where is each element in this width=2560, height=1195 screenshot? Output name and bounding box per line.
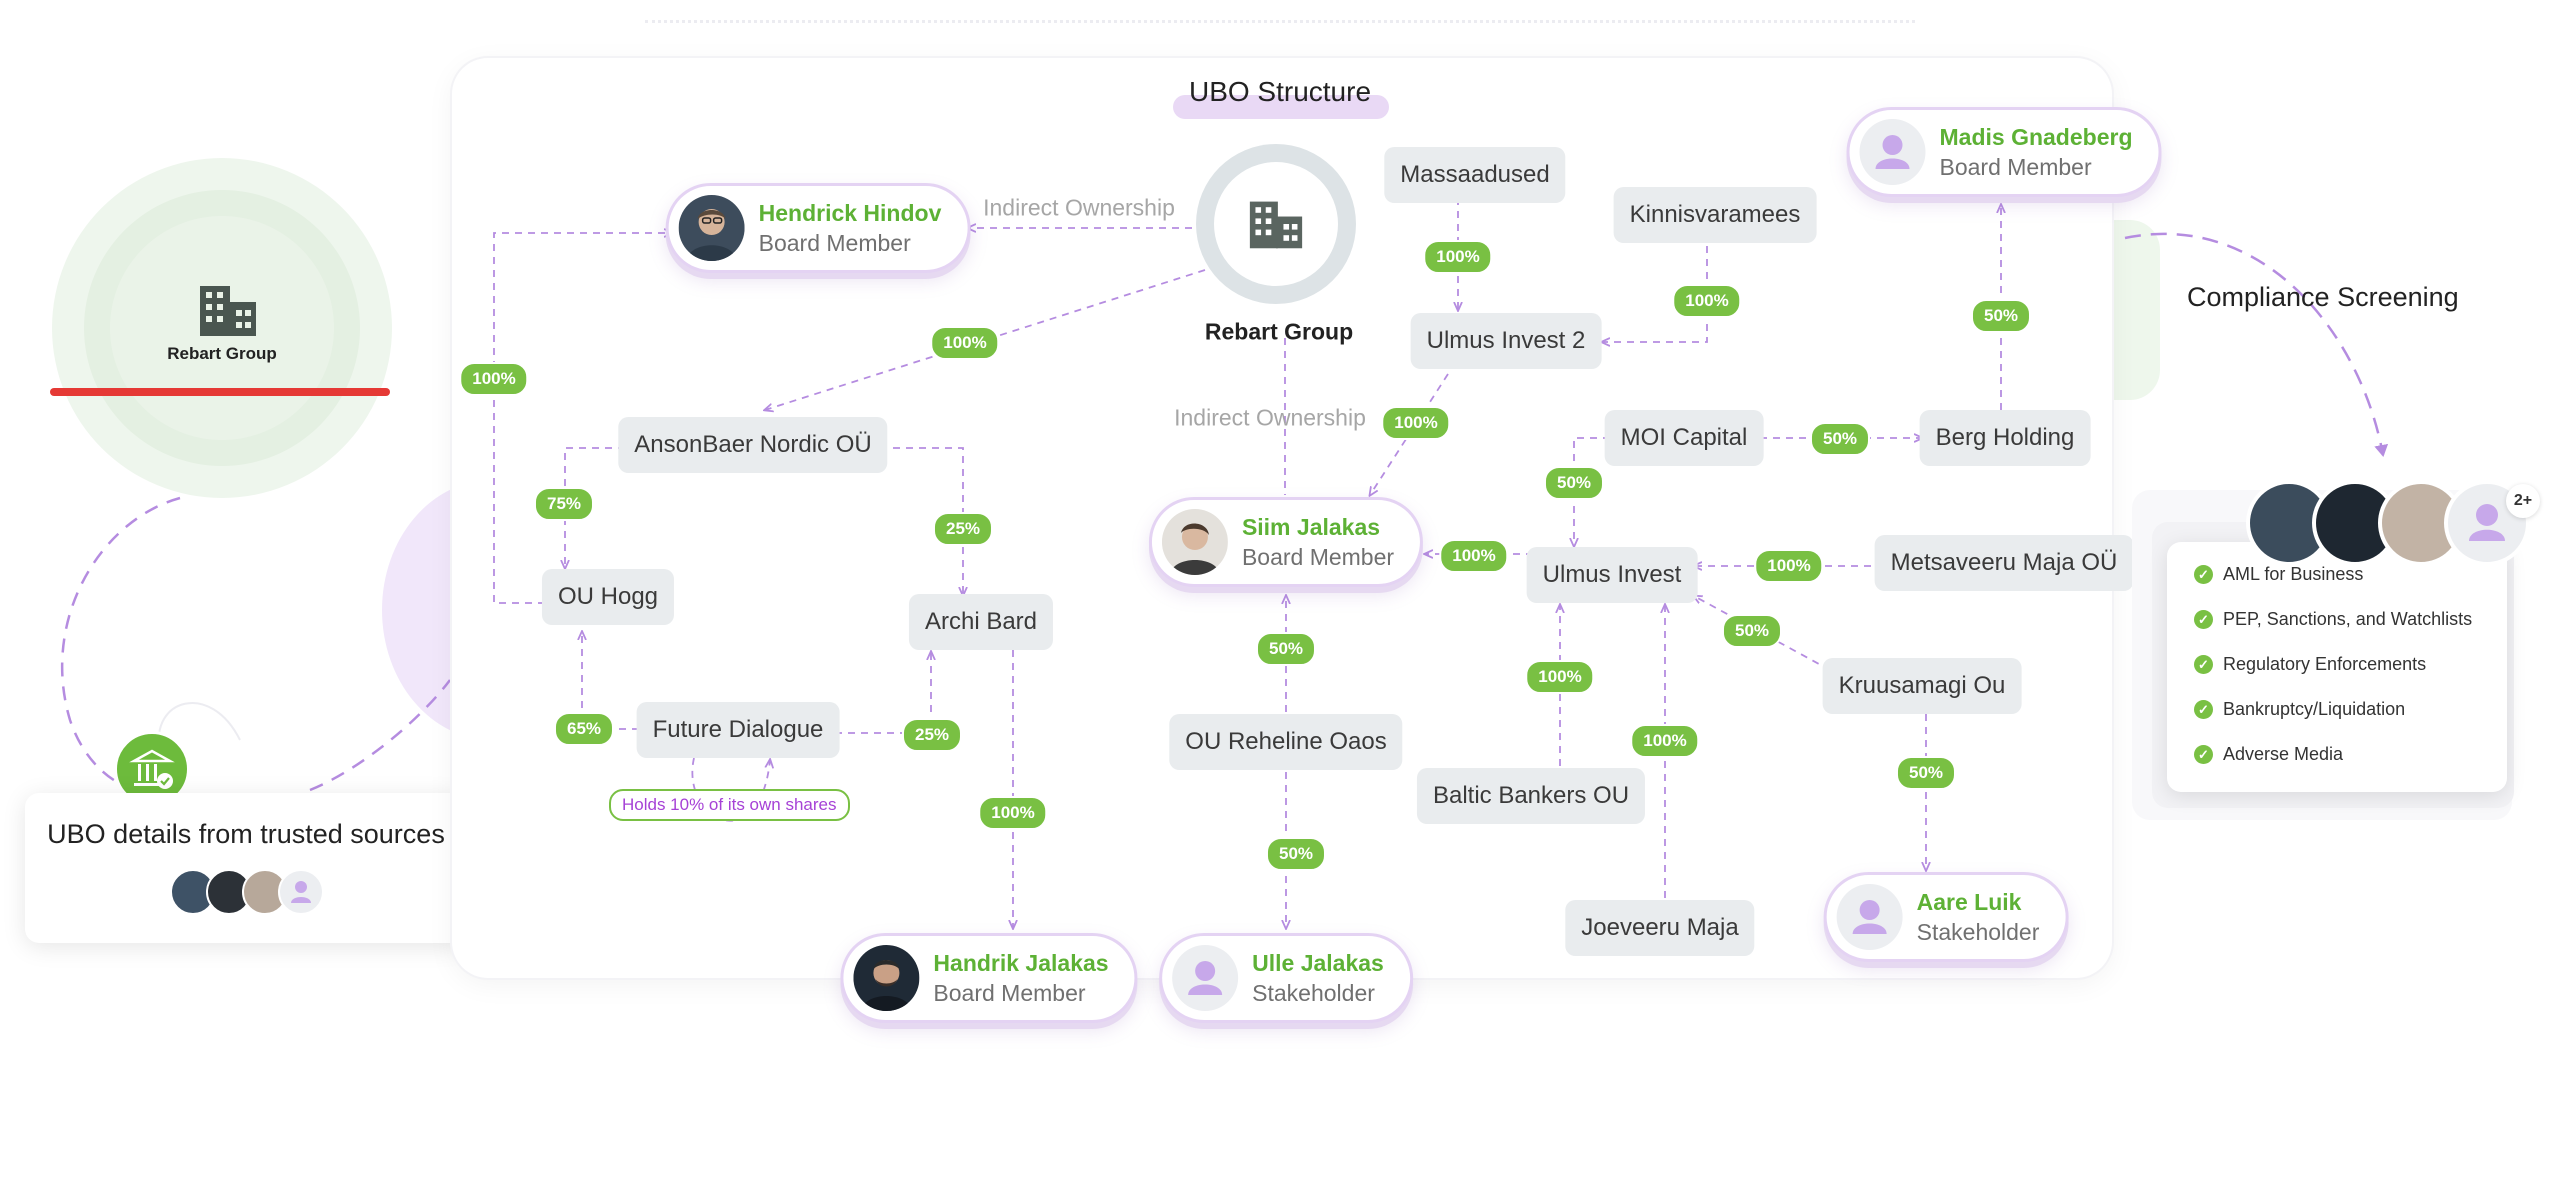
page-title: UBO Structure — [1188, 76, 1372, 107]
company-node[interactable]: Joeveeru Maja — [1565, 900, 1755, 956]
avatar — [1161, 509, 1228, 575]
ownership-badge: 50% — [1543, 466, 1605, 500]
compliance-card: ✓AML for Business ✓PEP, Sanctions, and W… — [2167, 542, 2507, 792]
ownership-badge: 100% — [1381, 406, 1451, 440]
ubo-details-card: UBO details from trusted sources — [25, 793, 467, 943]
company-node[interactable]: OU Reheline Oaos — [1169, 714, 1403, 770]
check-icon: ✓ — [2194, 565, 2213, 584]
company-node[interactable]: Ulmus Invest — [1526, 547, 1698, 603]
alert-bar — [50, 388, 390, 396]
self-share-note: Holds 10% of its own shares — [609, 789, 850, 821]
ubo-details-title: UBO details from trusted sources — [47, 819, 445, 849]
indirect-ownership-label: Indirect Ownership — [1174, 404, 1366, 431]
person-name: Handrik Jalakas — [933, 950, 1109, 976]
compliance-title: Compliance Screening — [2187, 282, 2459, 312]
company-node[interactable]: Baltic Bankers OU — [1416, 768, 1646, 824]
ownership-badge: 100% — [1754, 549, 1824, 583]
avatar — [678, 195, 745, 261]
center-node-label: Rebart Group — [1204, 318, 1354, 345]
company-node[interactable]: Ulmus Invest 2 — [1410, 313, 1602, 369]
rebart-group-node[interactable] — [1196, 144, 1356, 304]
ownership-badge: 100% — [1423, 240, 1493, 274]
person-placeholder-icon — [1836, 884, 1903, 950]
building-icon — [198, 282, 258, 338]
ownership-badge: 75% — [533, 487, 595, 521]
company-node[interactable]: Massaadused — [1384, 147, 1566, 203]
company-node[interactable]: AnsonBaer Nordic OÜ — [618, 417, 888, 473]
ownership-badge: 25% — [901, 718, 963, 752]
company-node[interactable]: Future Dialogue — [636, 702, 840, 758]
ownership-badge: 50% — [1265, 837, 1327, 871]
company-node[interactable]: Kruusamagi Ou — [1822, 658, 2022, 714]
check-icon: ✓ — [2194, 655, 2213, 674]
person-name: Madis Gnadeberg — [1939, 124, 2133, 150]
ownership-badge: 65% — [553, 712, 615, 746]
company-node[interactable]: MOI Capital — [1604, 410, 1764, 466]
ownership-badge: 100% — [1630, 724, 1700, 758]
company-node[interactable]: Berg Holding — [1919, 410, 2091, 466]
person-name: Hendrick Hindov — [758, 200, 942, 226]
ownership-badge: 100% — [1672, 284, 1742, 318]
ownership-badge: 50% — [1895, 756, 1957, 790]
title-pill — [1173, 95, 1389, 119]
person-placeholder-icon — [278, 869, 324, 915]
building-icon — [1248, 196, 1304, 252]
ownership-badge: 50% — [1255, 632, 1317, 666]
top-dotted-line — [645, 20, 1915, 23]
compliance-item: ✓AML for Business — [2194, 552, 2504, 597]
company-node[interactable]: Archi Bard — [908, 594, 1054, 650]
person-role: Board Member — [1939, 154, 2092, 180]
ownership-badge: 100% — [459, 362, 529, 396]
screened-avatars: 2+ — [2246, 480, 2546, 568]
ownership-badge: 100% — [1525, 660, 1595, 694]
more-badge: 2+ — [2506, 484, 2540, 518]
person-placeholder-icon — [1172, 945, 1239, 1011]
person-name: Aare Luik — [1916, 889, 2022, 915]
ownership-badge: 25% — [932, 512, 994, 546]
compliance-item: ✓Bankruptcy/Liquidation — [2194, 687, 2504, 732]
check-icon: ✓ — [2194, 700, 2213, 719]
ownership-badge: 50% — [1970, 299, 2032, 333]
person-role: Board Member — [1241, 544, 1395, 570]
avatar — [853, 945, 920, 1011]
person-name: Siim Jalakas — [1241, 514, 1381, 540]
person-role: Board Member — [758, 230, 911, 256]
avatar — [2246, 480, 2332, 566]
rebart-card: Rebart Group — [52, 158, 392, 498]
compliance-item: ✓PEP, Sanctions, and Watchlists — [2194, 597, 2504, 642]
compliance-item: ✓Regulatory Enforcements — [2194, 642, 2504, 687]
ownership-badge: 50% — [1809, 422, 1871, 456]
check-icon: ✓ — [2194, 610, 2213, 629]
ownership-badge: 100% — [1439, 539, 1509, 573]
company-node[interactable]: Metsaveeru Maja OÜ — [1874, 535, 2134, 591]
ownership-badge: 100% — [930, 326, 1000, 360]
avatar — [170, 869, 216, 915]
check-icon: ✓ — [2194, 745, 2213, 764]
rebart-card-label: Rebart Group — [167, 344, 277, 363]
person-role: Stakeholder — [1916, 919, 2040, 945]
company-node[interactable]: OU Hogg — [541, 569, 675, 625]
person-placeholder-icon — [1859, 119, 1926, 185]
ownership-badge: 100% — [978, 796, 1048, 830]
compliance-item: ✓Adverse Media — [2194, 732, 2504, 777]
company-node[interactable]: Kinnisvaramees — [1613, 187, 1817, 243]
person-name: Ulle Jalakas — [1252, 950, 1384, 976]
ownership-badge: 50% — [1721, 614, 1783, 648]
person-role: Stakeholder — [1252, 980, 1375, 1006]
indirect-ownership-label: Indirect Ownership — [983, 194, 1175, 221]
person-role: Board Member — [933, 980, 1086, 1006]
avatar-stack — [170, 869, 350, 915]
